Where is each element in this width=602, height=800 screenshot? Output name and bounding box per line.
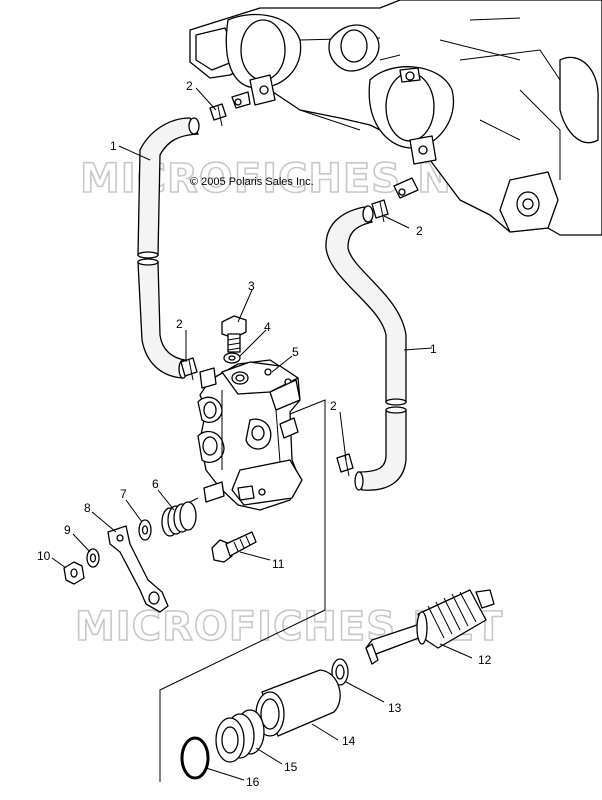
oil-pump	[197, 359, 303, 511]
callout-3: 3	[248, 279, 255, 293]
clamp-upper-left	[209, 103, 227, 127]
callout-2-pump-right: 2	[330, 399, 337, 413]
clamp-pump-inlet	[180, 357, 198, 381]
callout-5: 5	[292, 345, 299, 359]
pump-fitting-left	[199, 367, 217, 389]
callout-16: 16	[246, 775, 260, 789]
exploded-view-boundary	[159, 399, 326, 782]
o-ring	[180, 736, 210, 780]
callout-1-left: 1	[110, 139, 117, 153]
lever	[107, 525, 169, 613]
callout-15: 15	[284, 760, 298, 774]
callout-13: 13	[388, 701, 402, 715]
callout-2-upper-right: 2	[416, 224, 423, 238]
clamp-pump-right	[336, 453, 354, 477]
drive-gear	[365, 589, 495, 665]
seal	[215, 709, 265, 763]
leader-lines	[51, 87, 473, 781]
screw	[211, 531, 257, 563]
hose-right-upper	[325, 205, 407, 406]
callout-14: 14	[342, 734, 356, 748]
callout-7: 7	[120, 487, 127, 501]
washer-7	[138, 519, 152, 541]
bushing	[255, 669, 341, 737]
callout-1-right: 1	[430, 342, 437, 356]
pump-fitting-bottom	[203, 481, 225, 503]
spring	[161, 497, 199, 537]
nut	[63, 561, 85, 585]
pump-fitting-right	[279, 417, 299, 439]
copyright-text: © 2005 Polaris Sales Inc.	[190, 176, 314, 188]
hose-right-lower	[354, 406, 407, 491]
washer-9	[86, 548, 100, 568]
callout-2-pump-left: 2	[176, 317, 183, 331]
fitting-left	[231, 91, 251, 109]
fitting-right	[393, 177, 419, 199]
callout-11: 11	[272, 557, 285, 571]
bleed-screw	[221, 315, 247, 353]
washer-13	[331, 658, 349, 686]
callout-labels: 1 2 2 1 2 2 3 4 5 6 7 8 9 10 11 12 13 14…	[37, 79, 492, 789]
callout-12: 12	[478, 653, 492, 667]
callout-2-upper-left: 2	[186, 79, 193, 93]
engine-cylinder-block	[189, 0, 602, 236]
callout-9: 9	[64, 523, 71, 537]
washer-4	[223, 352, 241, 364]
callout-6: 6	[152, 477, 159, 491]
hose-left-upper	[137, 117, 200, 259]
callout-10: 10	[37, 549, 51, 563]
clamp-upper-right	[371, 199, 389, 223]
callout-4: 4	[264, 320, 271, 334]
callout-8: 8	[84, 501, 91, 515]
